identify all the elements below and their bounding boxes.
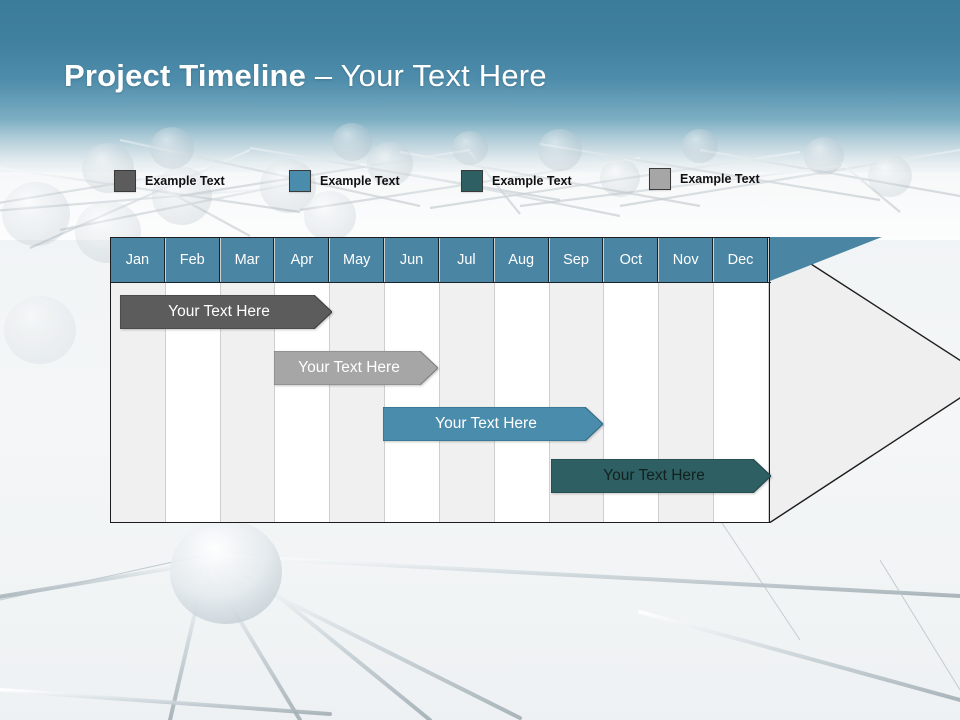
task-bar-2-label: Your Text Here bbox=[298, 359, 400, 376]
month-header-jan: Jan bbox=[111, 238, 165, 282]
legend-label-4: Example Text bbox=[680, 172, 760, 186]
task-bar-4[interactable]: Your Text Here bbox=[551, 459, 771, 493]
month-header-oct: Oct bbox=[604, 238, 659, 282]
month-header-may: May bbox=[330, 238, 385, 282]
timeline-column-mar: Mar bbox=[220, 238, 276, 522]
legend-swatch-light-gray bbox=[649, 168, 671, 190]
legend-swatch-teal bbox=[461, 170, 483, 192]
legend-label-3: Example Text bbox=[492, 174, 572, 188]
timeline-column-jul: Jul bbox=[439, 238, 495, 522]
task-bar-3-shape bbox=[383, 407, 603, 441]
timeline-column-dec: Dec bbox=[714, 238, 769, 522]
slide-title-bold: Project Timeline bbox=[64, 58, 307, 93]
slide-title-separator: – bbox=[306, 58, 341, 93]
month-header-mar: Mar bbox=[220, 238, 275, 282]
task-bar-1[interactable]: Your Text Here bbox=[120, 295, 332, 329]
timeline-column-aug: Aug bbox=[494, 238, 550, 522]
task-bar-2-shape bbox=[274, 351, 438, 385]
task-bar-4-label: Your Text Here bbox=[603, 467, 705, 484]
slide-title-light: Your Text Here bbox=[340, 58, 547, 93]
timeline-column-feb: Feb bbox=[165, 238, 221, 522]
month-header-dec: Dec bbox=[714, 238, 768, 282]
legend-item-1[interactable]: Example Text bbox=[114, 170, 225, 192]
task-bar-3[interactable]: Your Text Here bbox=[383, 407, 603, 441]
timeline-header-underline bbox=[111, 282, 771, 283]
task-bar-1-label: Your Text Here bbox=[168, 303, 270, 320]
legend-item-2[interactable]: Example Text bbox=[289, 170, 400, 192]
month-header-feb: Feb bbox=[165, 238, 220, 282]
month-header-jun: Jun bbox=[385, 238, 439, 282]
month-header-nov: Nov bbox=[659, 238, 714, 282]
month-header-jul: Jul bbox=[439, 238, 494, 282]
task-bar-3-label: Your Text Here bbox=[435, 415, 537, 432]
legend-label-2: Example Text bbox=[320, 174, 400, 188]
legend-label-1: Example Text bbox=[145, 174, 225, 188]
timeline-column-oct: Oct bbox=[604, 238, 660, 522]
timeline-chart: Jan Feb Mar Apr May Jun Jul Aug Sep Oct … bbox=[110, 237, 960, 523]
timeline-column-jun: Jun bbox=[385, 238, 440, 522]
month-header-apr: Apr bbox=[275, 238, 330, 282]
timeline-column-jan: Jan bbox=[111, 238, 166, 522]
month-header-sep: Sep bbox=[549, 238, 604, 282]
month-header-aug: Aug bbox=[494, 238, 549, 282]
slide-title: Project Timeline – Your Text Here bbox=[64, 58, 547, 94]
legend-item-3[interactable]: Example Text bbox=[461, 170, 572, 192]
legend-swatch-dark-gray bbox=[114, 170, 136, 192]
task-bar-4-shape bbox=[551, 459, 771, 493]
task-bar-2[interactable]: Your Text Here bbox=[274, 351, 438, 385]
legend-swatch-blue bbox=[289, 170, 311, 192]
task-bar-1-shape bbox=[120, 295, 332, 329]
legend-item-4[interactable]: Example Text bbox=[649, 168, 760, 190]
timeline-arrowhead-outline bbox=[770, 237, 960, 523]
